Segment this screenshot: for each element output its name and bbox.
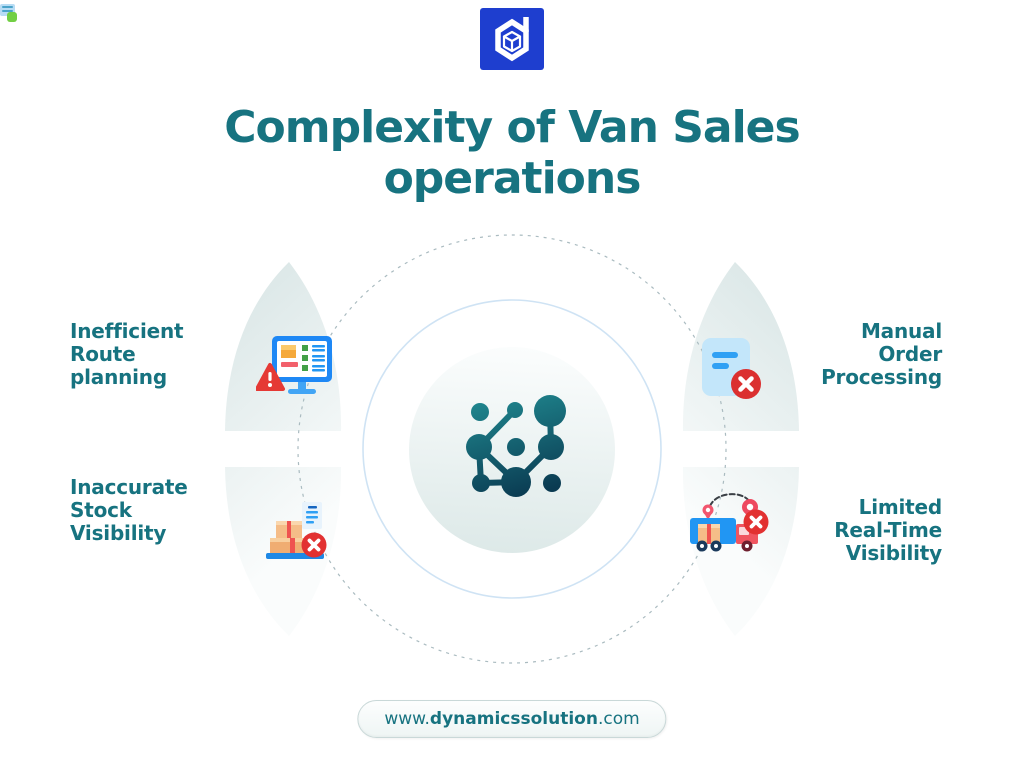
label-manual-order-processing: Manual Order Processing bbox=[821, 319, 942, 390]
site-logo bbox=[480, 8, 544, 70]
monitor-route-warning-icon bbox=[255, 334, 336, 404]
url-domain: dynamicssolution bbox=[429, 709, 598, 729]
url-prefix: www. bbox=[384, 709, 430, 729]
label-limited-real-time-visibility: Limited Real-Time Visibility bbox=[834, 495, 942, 566]
corner-sticker-icon bbox=[0, 4, 20, 24]
corner-green-chip-icon bbox=[7, 12, 17, 22]
dynamics-cube-d-logo-icon bbox=[495, 17, 529, 62]
label-inaccurate-stock-visibility: Inaccurate Stock Visibility bbox=[70, 475, 188, 546]
url-suffix: .com bbox=[597, 709, 640, 729]
stock-boxes-x-icon bbox=[262, 494, 336, 564]
page-title: Complexity of Van Sales operations bbox=[224, 102, 800, 205]
document-x-icon bbox=[694, 336, 766, 408]
footer-url-pill[interactable]: www.dynamicssolution.com bbox=[357, 700, 667, 738]
blue-ring bbox=[362, 299, 662, 599]
dashed-orbit-circle bbox=[297, 234, 727, 664]
network-nodes-icon bbox=[466, 395, 566, 497]
delivery-truck-pins-x-icon bbox=[686, 482, 770, 560]
label-inefficient-route-planning: Inefficient Route planning bbox=[70, 319, 184, 390]
